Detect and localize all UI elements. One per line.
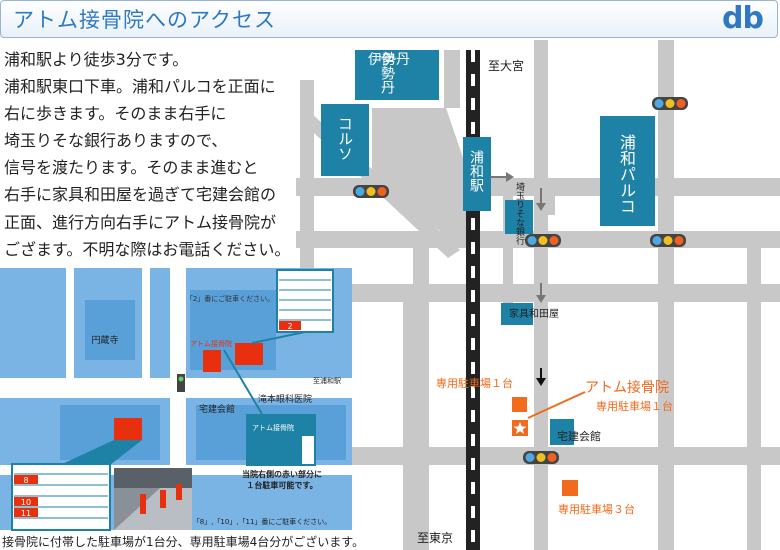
slot-8-label: 8 <box>23 476 28 485</box>
parking-3-marker <box>562 480 578 496</box>
inset-red-note-1: 当院右側の赤い部分に <box>242 469 322 479</box>
directions-line: 浦和駅より徒歩3分です。 <box>4 50 189 69</box>
inset-note-bottom: 「8」,「10」,「11」番にご駐車ください。 <box>193 517 332 526</box>
traffic-light <box>525 234 561 247</box>
directions-line: 信号を渡たります。そのまま進むと <box>4 158 259 178</box>
directions-line: 埼玉りそな銀行ありますので、 <box>4 131 228 151</box>
inset-red-note-2: １台駐車可能です。 <box>246 480 317 490</box>
traffic-light <box>652 97 688 110</box>
directions-line: 正面、進行方向右手にアトム接骨院が <box>4 212 277 232</box>
korusu-label: コルソ <box>336 116 354 161</box>
to-tokyo-label: 至東京 <box>417 531 453 545</box>
wadaya-label: 家具和田屋 <box>509 307 559 320</box>
page-title: アトム接骨院へのアクセス <box>13 8 276 32</box>
traffic-light <box>523 451 559 464</box>
directions-text: 浦和駅より徒歩3分です。 浦和駅東口下車。浦和パルコを正面に 右に歩きます。その… <box>4 46 324 263</box>
inset-note-2: 「2」番にご駐車ください。 <box>186 294 274 303</box>
parking-caption: 接骨院に付帯した駐車場が1台分、専用駐車場4台分がございます。 <box>2 535 365 549</box>
star-icon <box>513 422 527 434</box>
resona-label: 埼玉りそな銀行 <box>514 182 524 245</box>
korusu-building <box>321 104 369 176</box>
inset-takken-label: 宅建会館 <box>199 403 235 415</box>
parking-1-label: 専用駐車場１台 <box>436 376 513 390</box>
parking-3-label: 専用駐車場３台 <box>558 502 635 516</box>
railway-line <box>466 50 480 550</box>
urawa-parco-building <box>600 116 655 226</box>
inset-atom-building-label: アトム接骨院 <box>252 423 294 432</box>
parking-photo <box>114 468 192 530</box>
slot-10-label: 10 <box>21 498 31 507</box>
site-logo: db <box>722 1 764 36</box>
atom-clinic-label: アトム接骨院 <box>585 379 669 396</box>
traffic-light <box>650 234 686 247</box>
directions-line: 浦和駅東口下車。浦和パルコを正面に <box>4 77 276 97</box>
takken-building <box>550 419 574 445</box>
inset-takiyama-label: 滝本眼科医院 <box>258 393 312 405</box>
wadaya-building <box>501 303 533 325</box>
atom-parking-label: 専用駐車場１台 <box>596 399 673 413</box>
route-arrow <box>536 368 546 386</box>
inset-map: 2 8 10 11 <box>0 268 352 531</box>
slot-11-label: 11 <box>21 509 31 518</box>
inset-atom-small-label: アトム接骨院 <box>190 339 232 348</box>
isetan-building <box>355 50 439 100</box>
directions-line: 右に歩きます。そのまま右手に <box>4 104 227 124</box>
urawa-station-building <box>463 137 491 211</box>
parking-markers <box>512 391 586 496</box>
traffic-light <box>353 185 389 198</box>
page-header: アトム接骨院へのアクセス db <box>0 0 778 38</box>
directions-line: 右手に家具和田屋を過ぎて宅建会館の <box>4 185 277 205</box>
inset-to-urawa-label: 至浦和駅 <box>313 376 341 385</box>
takken-label: 宅建会館 <box>557 429 601 443</box>
slot-2-label: 2 <box>287 322 292 331</box>
buildings <box>321 50 655 445</box>
resona-building <box>505 200 533 234</box>
directions-line: ござます。不明な際はお電話ください。 <box>4 239 291 259</box>
isetan-label: 伊勢丹 <box>379 52 395 94</box>
isetan-label: 伊勢丹 <box>368 52 410 68</box>
direction-arrows <box>490 172 546 303</box>
urawa-station-label: 浦和駅 <box>468 150 484 192</box>
traffic-lights <box>353 97 688 464</box>
parking-1-marker <box>512 397 527 412</box>
inset-enzoji-label: 円蔵寺 <box>91 334 118 346</box>
urawa-parco-label: 浦和パルコ <box>617 134 636 214</box>
to-omiya-label: 至大宮 <box>488 58 524 73</box>
